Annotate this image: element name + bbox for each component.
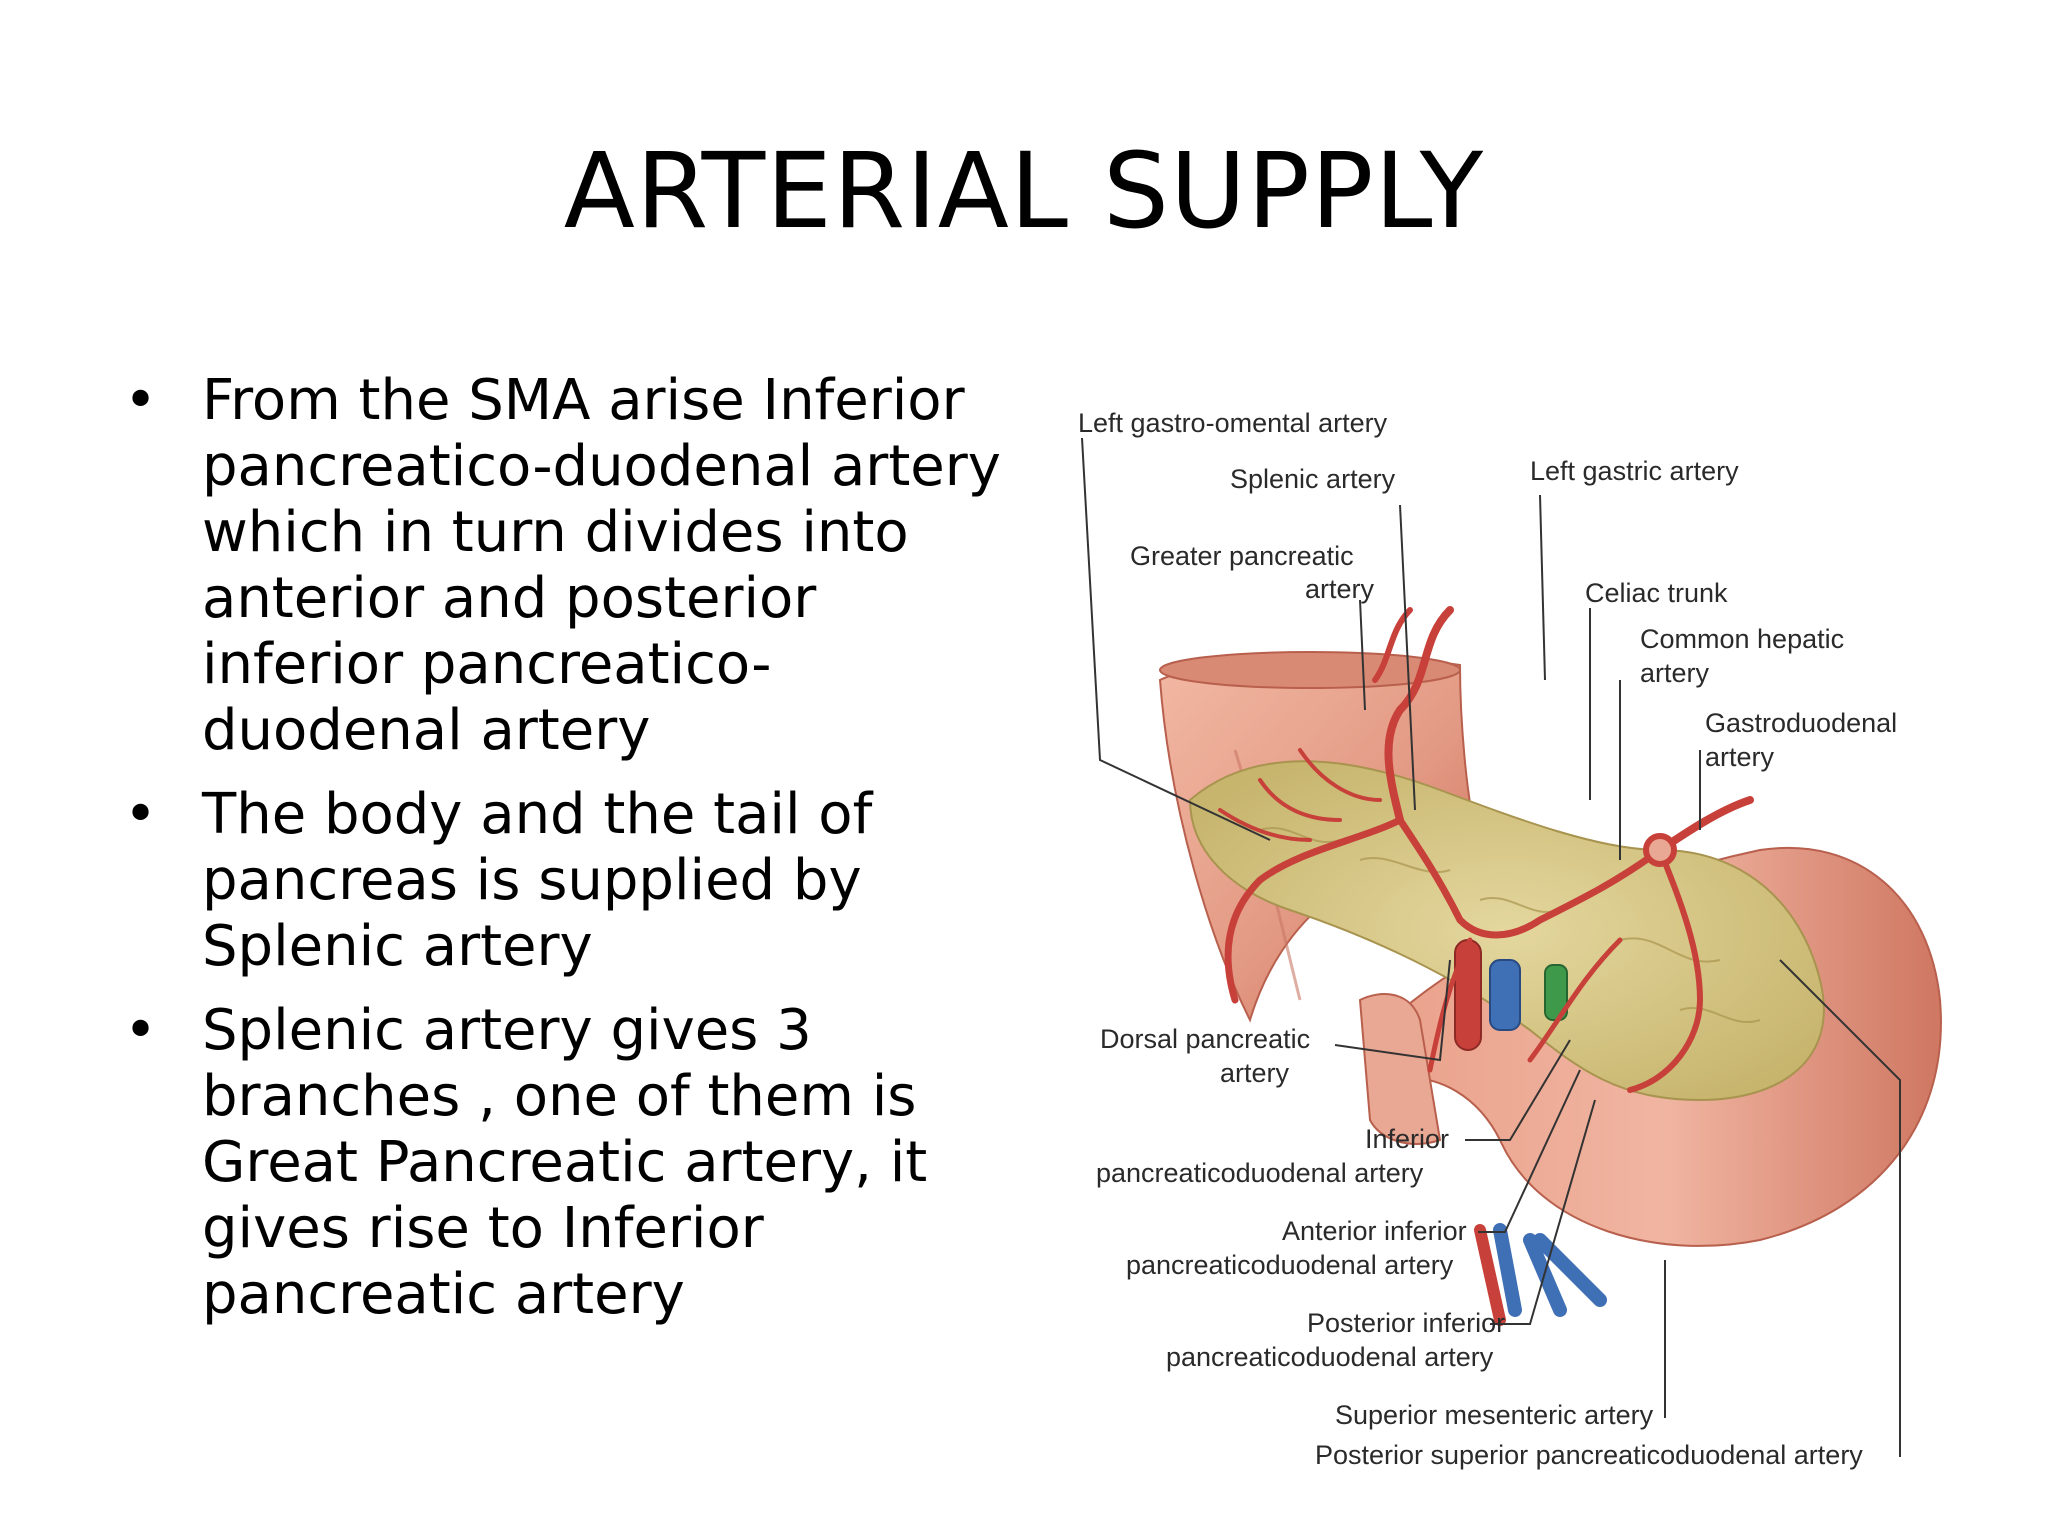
bullet-item: • Splenic artery gives 3 branches , one … xyxy=(118,998,1018,1328)
bullet-text: Splenic artery gives 3 branches , one of… xyxy=(202,998,928,1327)
label-posterior-inferior-pd-artery: Posterior inferior xyxy=(1307,1308,1505,1338)
bullet-icon: • xyxy=(124,368,158,433)
label-celiac-trunk: Celiac trunk xyxy=(1585,578,1728,608)
leader-lines xyxy=(1081,437,1901,1457)
bullet-item: • From the SMA arise Inferior pancreatic… xyxy=(118,368,1018,764)
label-superior-mesenteric-artery: Superior mesenteric artery xyxy=(1335,1400,1654,1430)
label-inferior-pancreaticoduodenal-artery: Inferior xyxy=(1365,1124,1449,1154)
label-left-gastro-omental-artery: Left gastro-omental artery xyxy=(1078,408,1388,438)
bullet-item: • The body and the tail of pancreas is s… xyxy=(118,782,1018,980)
label-dorsal-pancreatic-artery: Dorsal pancreatic xyxy=(1100,1024,1310,1054)
bullet-icon: • xyxy=(124,998,158,1063)
label-gastroduodenal-artery-2: artery xyxy=(1705,742,1775,772)
bullet-text: The body and the tail of pancreas is sup… xyxy=(202,782,873,979)
label-splenic-artery: Splenic artery xyxy=(1230,464,1396,494)
label-greater-pancreatic-artery: Greater pancreatic xyxy=(1130,541,1354,571)
label-inferior-pancreaticoduodenal-artery-2: pancreaticoduodenal artery xyxy=(1096,1158,1424,1188)
label-gastroduodenal-artery: Gastroduodenal xyxy=(1705,708,1897,738)
bullet-icon: • xyxy=(124,782,158,847)
slide-title: ARTERIAL SUPPLY xyxy=(563,130,1485,252)
major-vessels xyxy=(1454,939,1607,1326)
label-common-hepatic-artery: Common hepatic xyxy=(1640,624,1844,654)
label-posterior-superior-pd-artery: Posterior superior pancreaticoduodenal a… xyxy=(1315,1440,1863,1470)
pancreas-arterial-supply-illustration: Left gastro-omental artery Splenic arter… xyxy=(1078,408,1942,1470)
label-greater-pancreatic-artery-2: artery xyxy=(1305,574,1375,604)
label-anterior-inferior-pd-artery-2: pancreaticoduodenal artery xyxy=(1126,1250,1454,1280)
label-posterior-inferior-pd-artery-2: pancreaticoduodenal artery xyxy=(1166,1342,1494,1372)
bullet-text: From the SMA arise Inferior pancreatico-… xyxy=(202,368,1001,763)
label-left-gastric-artery: Left gastric artery xyxy=(1530,456,1739,486)
label-anterior-inferior-pd-artery: Anterior inferior xyxy=(1282,1216,1467,1246)
label-common-hepatic-artery-2: artery xyxy=(1640,658,1710,688)
figure-labels: Left gastro-omental artery Splenic arter… xyxy=(1078,408,1897,1470)
label-dorsal-pancreatic-artery-2: artery xyxy=(1220,1058,1290,1088)
bullet-list: • From the SMA arise Inferior pancreatic… xyxy=(118,368,1018,1346)
